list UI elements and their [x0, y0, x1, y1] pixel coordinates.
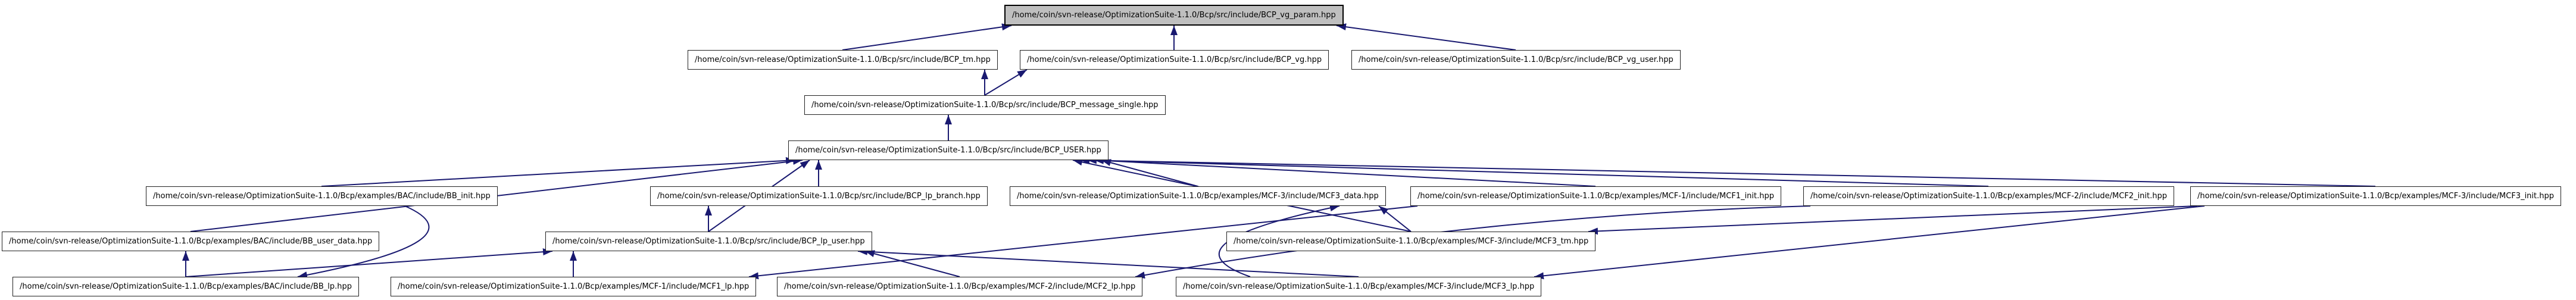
- graph-node-label: /home/coin/svn-release/OptimizationSuite…: [1183, 282, 1535, 291]
- edge-mcf2-init-to-mcf2-lp: [1135, 205, 1811, 279]
- edge-bb-init-to-bcp-user: [321, 157, 796, 187]
- graph-node-label: /home/coin/svn-release/OptimizationSuite…: [552, 237, 865, 246]
- node-bb-user-data[interactable]: /home/coin/svn-release/OptimizationSuite…: [2, 232, 380, 251]
- graph-node-label: /home/coin/svn-release/OptimizationSuite…: [1012, 11, 1336, 20]
- graph-node-label: /home/coin/svn-release/OptimizationSuite…: [795, 146, 1101, 155]
- node-bcp-tm[interactable]: /home/coin/svn-release/OptimizationSuite…: [688, 50, 998, 70]
- graph-node-label: /home/coin/svn-release/OptimizationSuite…: [1417, 192, 1775, 201]
- node-mcf1-lp[interactable]: /home/coin/svn-release/OptimizationSuite…: [391, 277, 757, 296]
- edge-mcf3-tm-to-mcf3-data: [1378, 205, 1412, 232]
- edge-bcp-vg-user-to-bcp-vg-param: [1336, 23, 1516, 51]
- node-bcp-user[interactable]: /home/coin/svn-release/OptimizationSuite…: [788, 140, 1109, 160]
- graph-node-label: /home/coin/svn-release/OptimizationSuite…: [1810, 192, 2168, 201]
- node-mcf2-lp[interactable]: /home/coin/svn-release/OptimizationSuite…: [777, 277, 1143, 296]
- edge-mcf1-init-to-bcp-user: [1094, 157, 1596, 187]
- edge-mcf3-data-to-bcp-user: [1101, 159, 1198, 187]
- edge-bb-init-to-bb-lp: [297, 205, 430, 279]
- graph-node-label: /home/coin/svn-release/OptimizationSuite…: [811, 101, 1159, 110]
- node-mcf3-lp[interactable]: /home/coin/svn-release/OptimizationSuite…: [1176, 277, 1542, 296]
- node-bcp-vg-user[interactable]: /home/coin/svn-release/OptimizationSuite…: [1351, 50, 1681, 70]
- edge-mcf3-init-to-bcp-user: [1079, 157, 2376, 187]
- graph-node-label: /home/coin/svn-release/OptimizationSuite…: [1359, 55, 1673, 64]
- node-bb-lp[interactable]: /home/coin/svn-release/OptimizationSuite…: [13, 277, 360, 296]
- graph-node-label: /home/coin/svn-release/OptimizationSuite…: [398, 282, 750, 291]
- node-bcp-lp-user[interactable]: /home/coin/svn-release/OptimizationSuite…: [545, 232, 872, 251]
- graph-node-label: /home/coin/svn-release/OptimizationSuite…: [1017, 192, 1379, 201]
- edge-mcf3-init-to-mcf3-tm: [1588, 205, 2198, 235]
- graph-node-label: /home/coin/svn-release/OptimizationSuite…: [657, 192, 981, 201]
- edge-mcf2-init-to-bcp-user: [1086, 157, 1989, 187]
- edge-bcp-tm-to-bcp-vg-param: [842, 23, 1012, 51]
- node-bcp-message-single[interactable]: /home/coin/svn-release/OptimizationSuite…: [804, 95, 1166, 115]
- node-mcf2-init[interactable]: /home/coin/svn-release/OptimizationSuite…: [1803, 186, 2175, 206]
- graph-node-label: /home/coin/svn-release/OptimizationSuite…: [1234, 237, 1589, 246]
- node-bcp-lp-branch[interactable]: /home/coin/svn-release/OptimizationSuite…: [650, 186, 988, 206]
- edge-mcf1-init-to-mcf1-lp: [748, 205, 1418, 280]
- graph-node-label: /home/coin/svn-release/OptimizationSuite…: [2197, 192, 2555, 201]
- graph-node-label: /home/coin/svn-release/OptimizationSuite…: [20, 282, 352, 291]
- node-mcf3-init[interactable]: /home/coin/svn-release/OptimizationSuite…: [2190, 186, 2562, 206]
- node-mcf1-init[interactable]: /home/coin/svn-release/OptimizationSuite…: [1410, 186, 1782, 206]
- graph-node-label: /home/coin/svn-release/OptimizationSuite…: [784, 282, 1136, 291]
- node-bcp-vg-param[interactable]: /home/coin/svn-release/OptimizationSuite…: [1004, 5, 1344, 26]
- graph-node-label: /home/coin/svn-release/OptimizationSuite…: [153, 192, 491, 201]
- edge-bb-lp-to-bcp-lp-user: [185, 248, 553, 277]
- node-bcp-vg[interactable]: /home/coin/svn-release/OptimizationSuite…: [1020, 50, 1329, 70]
- graph-node-label: /home/coin/svn-release/OptimizationSuite…: [695, 55, 991, 64]
- edge-mcf2-lp-to-bcp-lp-user: [864, 250, 960, 277]
- node-bb-init[interactable]: /home/coin/svn-release/OptimizationSuite…: [146, 186, 498, 206]
- graph-node-label: /home/coin/svn-release/OptimizationSuite…: [1027, 55, 1322, 64]
- node-mcf3-data[interactable]: /home/coin/svn-release/OptimizationSuite…: [1010, 186, 1386, 206]
- edge-bcp-message-single-to-bcp-vg: [984, 69, 1028, 96]
- edge-mcf3-init-to-mcf3-lp: [1534, 205, 2205, 280]
- graph-node-label: /home/coin/svn-release/OptimizationSuite…: [9, 237, 373, 246]
- node-mcf3-tm[interactable]: /home/coin/svn-release/OptimizationSuite…: [1226, 232, 1596, 251]
- edge-mcf3-lp-to-bcp-lp-user: [857, 248, 1359, 277]
